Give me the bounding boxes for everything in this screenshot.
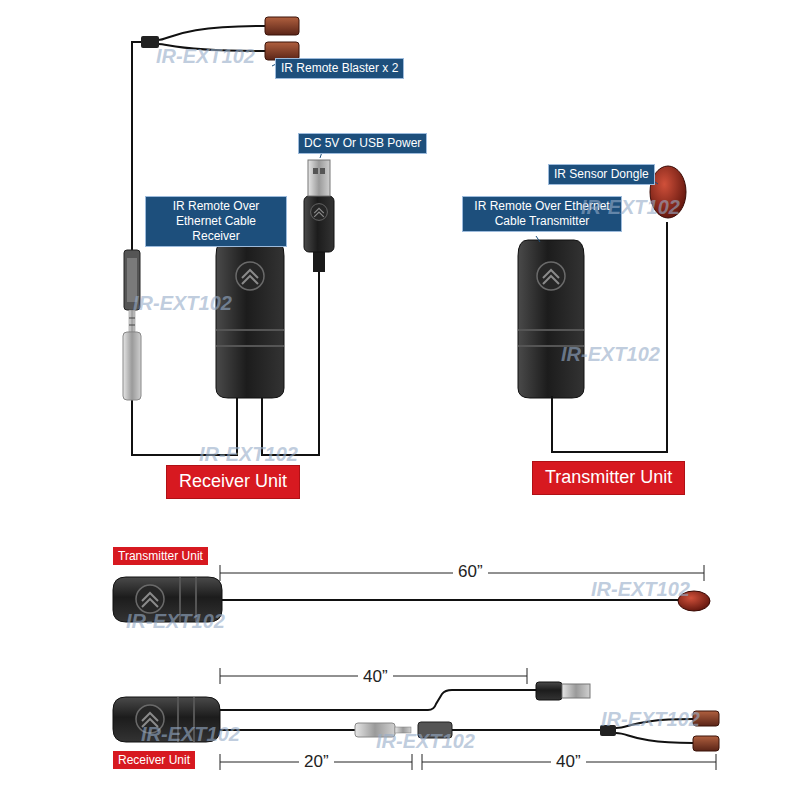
dimension-label: 60” — [453, 562, 488, 582]
watermark: IR-EXT102 — [601, 708, 700, 731]
watermark: IR-EXT102 — [133, 292, 232, 315]
dimension-label: 20” — [299, 752, 334, 772]
node-text: IR Remote Over Ethernet Cable Receiver — [151, 199, 281, 244]
callout-box: IR Remote Over Ethernet Cable Receiver — [145, 196, 287, 247]
watermark: IR-EXT102 — [376, 730, 475, 753]
dimension-label: 40” — [551, 752, 586, 772]
node-text: Receiver Unit — [179, 471, 287, 493]
watermark: IR-EXT102 — [561, 343, 660, 366]
watermark: IR-EXT102 — [141, 723, 240, 746]
unit-title: Receiver Unit — [166, 465, 300, 499]
dimension-label: 40” — [358, 667, 393, 687]
watermark: IR-EXT102 — [591, 578, 690, 601]
callout-box: DC 5V Or USB Power — [298, 133, 427, 154]
node-text: DC 5V Or USB Power — [304, 136, 421, 151]
watermark: IR-EXT102 — [126, 610, 225, 633]
watermark: IR-EXT102 — [581, 196, 680, 219]
callout-box: IR Remote Blaster x 2 — [275, 58, 404, 79]
watermark: IR-EXT102 — [156, 45, 255, 68]
node-text: Transmitter Unit — [545, 467, 672, 489]
node-text: IR Remote Blaster x 2 — [281, 61, 398, 76]
unit-tag: Receiver Unit — [113, 751, 195, 769]
node-text: IR Sensor Dongle — [554, 167, 649, 182]
unit-tag: Transmitter Unit — [113, 547, 208, 565]
callout-box: IR Sensor Dongle — [548, 164, 655, 185]
node-text: Transmitter Unit — [118, 549, 203, 563]
unit-title: Transmitter Unit — [532, 461, 685, 495]
watermark: IR-EXT102 — [199, 443, 298, 466]
node-text: Receiver Unit — [118, 753, 190, 767]
